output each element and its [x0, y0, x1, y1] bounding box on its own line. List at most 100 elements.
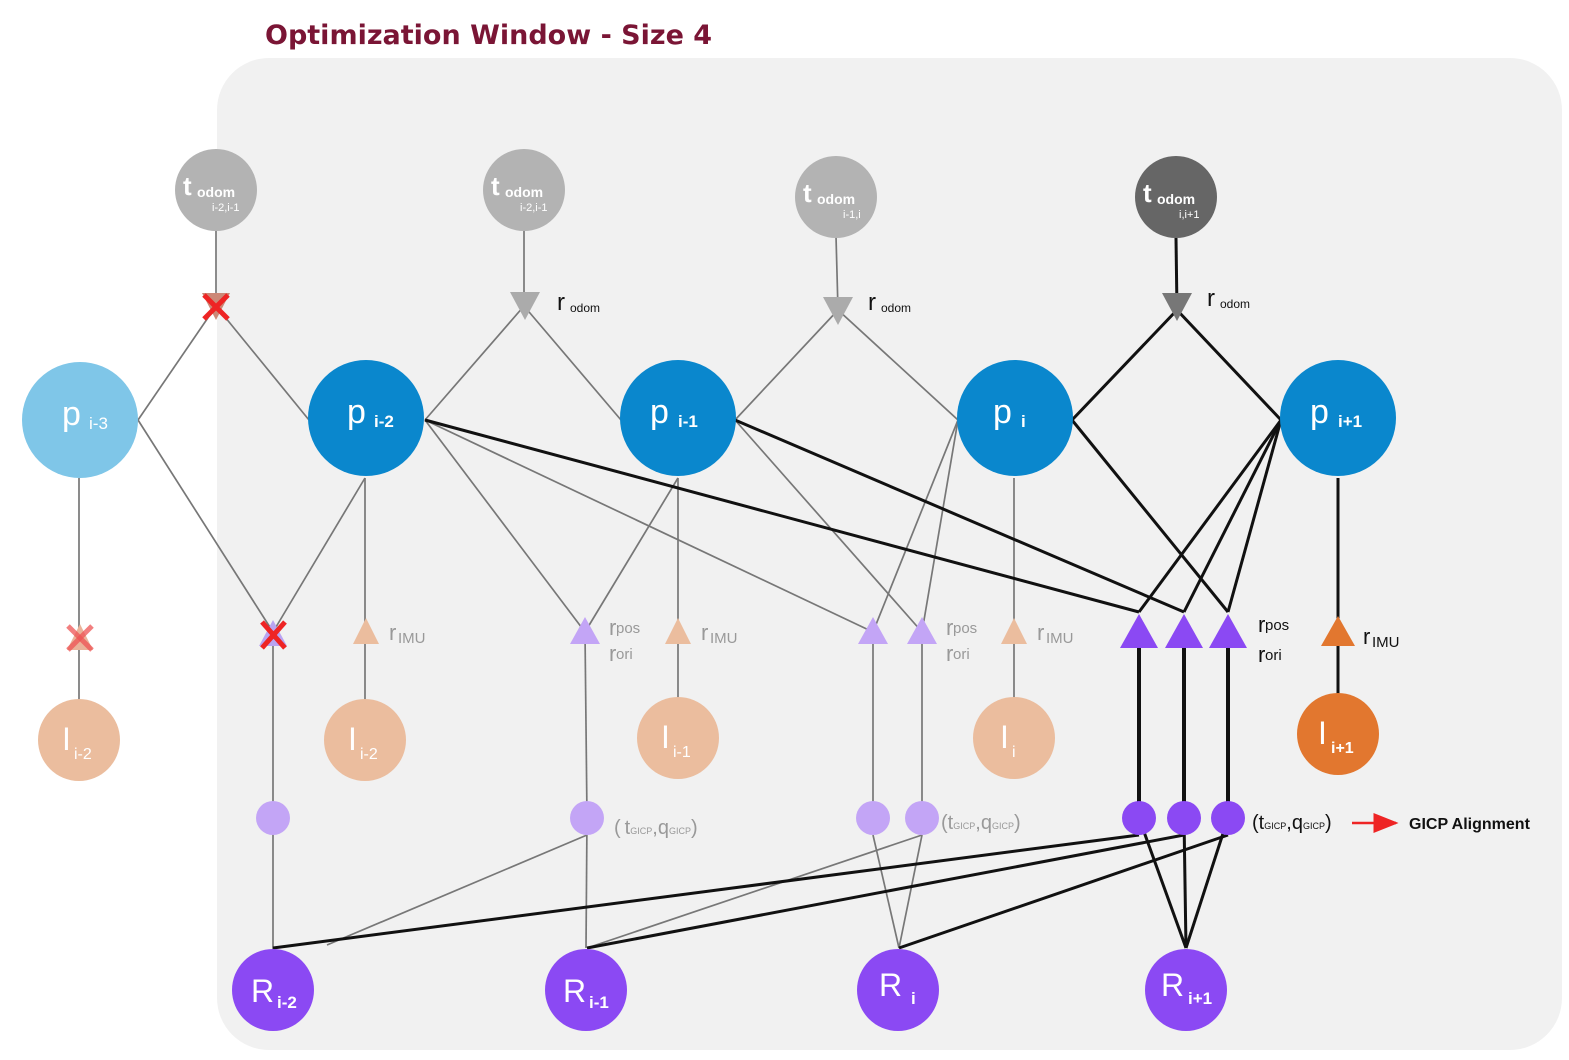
- odom-node-1: t odom i-2,i-1: [175, 149, 257, 231]
- active-edges: [272, 237, 1340, 950]
- gicp-node-7: (tGICP,qGICP): [1211, 801, 1332, 835]
- svg-text:i+1: i+1: [1331, 740, 1354, 757]
- pose-node-i+1: p i+1: [1280, 360, 1396, 476]
- svg-text:r: r: [946, 641, 953, 666]
- gicp-node-6: [1167, 801, 1201, 835]
- svg-text:pos: pos: [953, 620, 977, 637]
- svg-text:R: R: [563, 973, 586, 1009]
- svg-text:p: p: [650, 393, 669, 431]
- svg-text:i+1: i+1: [1338, 412, 1362, 431]
- gicp-node-1: [256, 801, 290, 835]
- svg-text:r: r: [1363, 624, 1370, 649]
- imu-residual-i-1: r IMU: [665, 618, 738, 647]
- lidar-residual-i-a: [1120, 614, 1158, 648]
- odom-residual-4: r odom: [1162, 285, 1250, 321]
- svg-text:t: t: [1143, 178, 1152, 208]
- svg-text:p: p: [993, 393, 1012, 431]
- svg-text:odom: odom: [881, 301, 911, 315]
- svg-text:i-2: i-2: [374, 412, 394, 431]
- faded-edges: [78, 230, 1015, 990]
- legend-label: GICP Alignment: [1409, 816, 1531, 833]
- svg-text:r: r: [868, 289, 876, 316]
- imu-residual-i+1: r IMU: [1321, 616, 1400, 651]
- svg-text:t: t: [491, 171, 500, 201]
- svg-text:r: r: [1258, 642, 1265, 667]
- svg-text:pos: pos: [616, 620, 640, 637]
- svg-text:R: R: [879, 967, 902, 1003]
- imu-residual-i: r IMU: [1001, 618, 1074, 647]
- svg-text:IMU: IMU: [1372, 634, 1400, 651]
- svg-text:i-2: i-2: [277, 993, 297, 1012]
- lidar-node-i: R i: [857, 949, 939, 1031]
- svg-text:ori: ori: [953, 646, 970, 663]
- odom-node-3: t odom i-1,i: [795, 156, 877, 238]
- svg-text:IMU: IMU: [1046, 630, 1074, 647]
- svg-text:r: r: [609, 615, 616, 640]
- svg-text:R: R: [1161, 967, 1184, 1003]
- svg-text:r: r: [1258, 612, 1265, 637]
- svg-text:I: I: [62, 721, 71, 757]
- pose-node-i-2: p i-2: [308, 360, 424, 476]
- lidar-residual-i-c: r pos r ori: [1209, 612, 1289, 667]
- svg-text:ori: ori: [1265, 647, 1282, 664]
- svg-text:i-2,i-1: i-2,i-1: [520, 202, 548, 214]
- imu-node-i+1: I i+1: [1297, 693, 1379, 775]
- svg-text:t: t: [803, 178, 812, 208]
- odom-residual-3: r odom: [823, 289, 911, 325]
- imu-node-i-2: I i-2: [324, 699, 406, 781]
- lidar-node-i-2: R i-2: [232, 949, 314, 1031]
- svg-text:i-2: i-2: [360, 746, 378, 763]
- lidar-node-i+1: R i+1: [1145, 949, 1227, 1031]
- optimization-window: [217, 58, 1562, 1050]
- svg-text:pos: pos: [1265, 617, 1289, 634]
- gicp-legend: GICP Alignment: [1352, 813, 1531, 833]
- svg-text:ori: ori: [616, 646, 633, 663]
- svg-text:I: I: [1000, 719, 1009, 755]
- odom-residual-2: r odom: [510, 289, 600, 320]
- svg-text:i: i: [911, 989, 916, 1008]
- svg-text:odom: odom: [570, 301, 600, 315]
- imu-node-i: I i: [973, 697, 1055, 779]
- svg-text:i-1: i-1: [678, 412, 698, 431]
- lidar-residual-i-b: [1165, 614, 1203, 648]
- svg-text:t: t: [183, 171, 192, 201]
- odom-node-4: t odom i,i+1: [1135, 156, 1217, 238]
- removed-odom-residual: [202, 293, 230, 321]
- svg-text:i-3: i-3: [89, 414, 108, 433]
- svg-text:i-1: i-1: [673, 744, 691, 761]
- svg-text:r: r: [946, 615, 953, 640]
- svg-text:p: p: [62, 395, 81, 433]
- svg-text:i: i: [1012, 744, 1016, 761]
- svg-text:i: i: [1021, 412, 1026, 431]
- svg-text:odom: odom: [505, 184, 543, 200]
- svg-text:(tGICP,qGICP): (tGICP,qGICP): [1252, 812, 1332, 834]
- svg-text:i-2: i-2: [74, 746, 92, 763]
- svg-text:i+1: i+1: [1188, 989, 1212, 1008]
- svg-text:R: R: [251, 973, 274, 1009]
- odom-node-2: t odom i-2,i-1: [483, 149, 565, 231]
- svg-text:IMU: IMU: [398, 630, 426, 647]
- pose-node-i-1: p i-1: [620, 360, 736, 476]
- svg-text:r: r: [701, 620, 708, 645]
- svg-text:I: I: [1318, 715, 1327, 751]
- svg-text:(tGICP,qGICP): (tGICP,qGICP): [614, 817, 698, 839]
- svg-text:r: r: [557, 289, 565, 316]
- imu-node-faded-1: I i-2: [38, 699, 120, 781]
- lidar-residual-i-1-a: [858, 617, 888, 644]
- svg-text:I: I: [348, 721, 357, 757]
- svg-text:i-1: i-1: [589, 993, 609, 1012]
- svg-text:p: p: [1310, 393, 1329, 431]
- gicp-node-3: [856, 801, 890, 835]
- svg-text:odom: odom: [197, 184, 235, 200]
- svg-text:odom: odom: [1157, 191, 1195, 207]
- pose-node-i-3: p i-3: [22, 362, 138, 478]
- window-title: Optimization Window - Size 4: [265, 20, 712, 51]
- gicp-node-5: [1122, 801, 1156, 835]
- imu-residual-i-2: r IMU: [353, 618, 426, 647]
- imu-residual-removed: [66, 624, 94, 652]
- svg-text:r: r: [1037, 620, 1044, 645]
- svg-text:p: p: [347, 393, 366, 431]
- svg-text:odom: odom: [817, 191, 855, 207]
- svg-text:IMU: IMU: [710, 630, 738, 647]
